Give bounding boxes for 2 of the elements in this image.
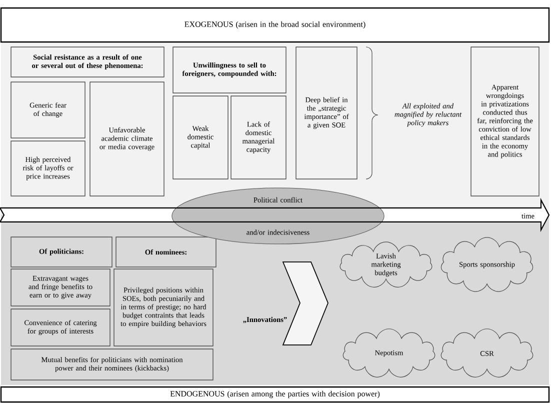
- header-band: EXOGENOUS (arisen in the broad social environment): [0, 7, 550, 43]
- footer-band: ENDOGENOUS (arisen among the parties with decision power): [0, 386, 550, 403]
